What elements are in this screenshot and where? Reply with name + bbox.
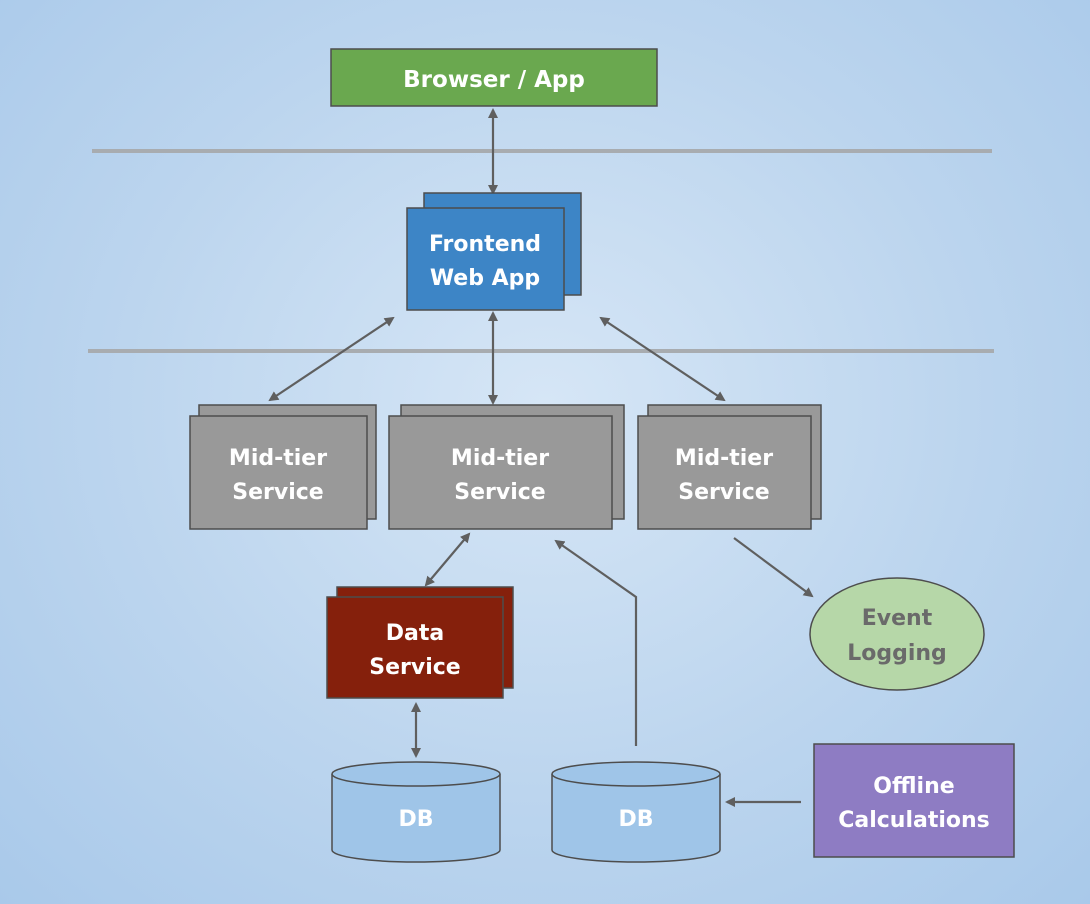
edges (268, 108, 814, 807)
midtier-left-label-line2: Service (232, 480, 323, 505)
event-logging-label-line2: Logging (847, 641, 947, 666)
edge-frontend-midtier-left (268, 316, 395, 402)
frontend-box (406, 207, 565, 311)
data-service-label-line1: Data (386, 621, 444, 646)
midtier-center-box (388, 415, 613, 530)
data-service-label-line2: Service (369, 655, 460, 680)
midtier-left-box (189, 415, 368, 530)
data-service-node: Data Service (326, 586, 514, 699)
midtier-right-box (637, 415, 812, 530)
midtier-left-label-line1: Mid-tier (229, 446, 327, 471)
browser-app-label: Browser / App (403, 67, 585, 93)
db-right-label: DB (618, 807, 653, 832)
midtier-center-label-line1: Mid-tier (451, 446, 549, 471)
frontend-label-line2: Web App (430, 266, 540, 291)
data-service-box (326, 596, 504, 699)
midtier-service-left-node: Mid-tier Service (189, 404, 377, 530)
frontend-label-line1: Frontend (429, 232, 541, 257)
midtier-right-label-line2: Service (678, 480, 769, 505)
browser-app-node: Browser / App (330, 48, 658, 107)
db-left-cylinder (331, 774, 501, 863)
offline-calculations-label-line2: Calculations (838, 808, 990, 833)
offline-calculations-box (813, 743, 1015, 858)
edge-db-right-midtier-center (554, 539, 638, 746)
event-logging-node: Event Logging (809, 577, 985, 691)
midtier-service-center-node: Mid-tier Service (388, 404, 625, 530)
midtier-right-label-line1: Mid-tier (675, 446, 773, 471)
offline-calculations-label-line1: Offline (873, 774, 954, 799)
db-right-cylinder-top (551, 761, 721, 787)
offline-calculations-node: Offline Calculations (813, 743, 1015, 858)
edge-midtier-center-data-service (424, 532, 471, 587)
edge-midtier-right-event-logging (733, 537, 814, 598)
db-right-cylinder (551, 774, 721, 863)
db-left-node: DB (331, 761, 501, 863)
midtier-center-label-line2: Service (454, 480, 545, 505)
event-logging-label-line1: Event (862, 606, 933, 631)
db-right-node: DB (551, 761, 721, 863)
db-left-cylinder-top (331, 761, 501, 787)
edge-frontend-midtier-right (599, 316, 726, 402)
midtier-service-right-node: Mid-tier Service (637, 404, 822, 530)
event-logging-ellipse (809, 577, 985, 691)
browser-app-box (330, 48, 658, 107)
frontend-web-app-node: Frontend Web App (406, 192, 582, 311)
db-left-label: DB (398, 807, 433, 832)
